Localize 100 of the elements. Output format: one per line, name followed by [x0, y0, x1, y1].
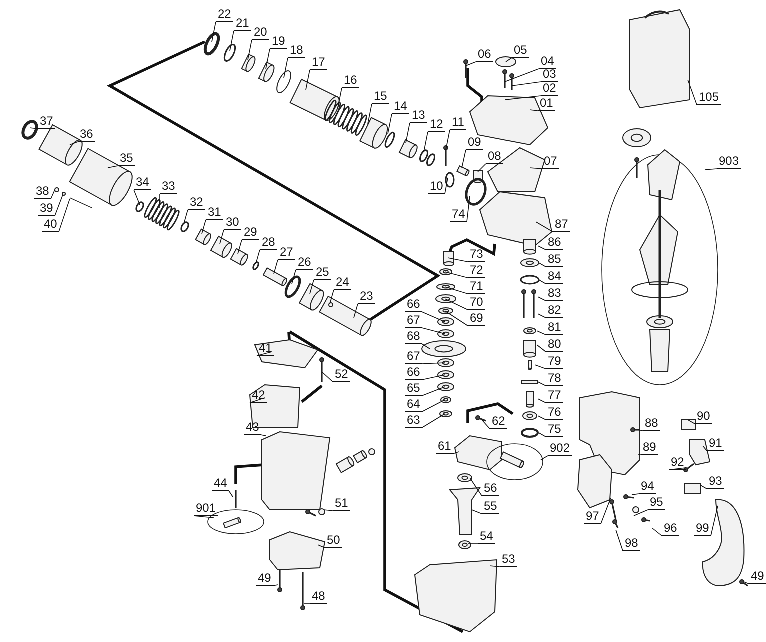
- callout-number: 04: [539, 55, 556, 69]
- leader-line: [470, 478, 482, 496]
- leader-line: [448, 258, 468, 262]
- callout-number: 06: [476, 48, 494, 62]
- callout-number: 94: [639, 480, 656, 494]
- leader-line: [444, 272, 468, 278]
- callout-number: 07: [542, 155, 560, 169]
- leader-line: [338, 88, 342, 108]
- leader-line: [538, 432, 546, 438]
- leader-line: [318, 544, 326, 548]
- leader-line: [422, 374, 446, 380]
- callout-number: 41: [257, 342, 274, 356]
- callout-number: 48: [310, 590, 328, 604]
- callout-number: 50: [325, 534, 342, 548]
- leader-line: [538, 296, 546, 302]
- callout-number: 11: [450, 116, 466, 130]
- leader-line: [424, 132, 428, 152]
- leader-line: [538, 382, 546, 386]
- leader-line: [274, 260, 278, 274]
- leader-line: [324, 510, 334, 512]
- leader-line: [452, 452, 460, 454]
- callout-number: 66: [405, 366, 422, 380]
- leader-line: [260, 434, 266, 436]
- leader-line: [478, 164, 486, 172]
- leader-line: [536, 330, 546, 336]
- leader-line: [306, 70, 310, 90]
- leader-line: [700, 484, 708, 490]
- callout-number: 903: [717, 155, 742, 169]
- callout-number: 32: [188, 196, 206, 210]
- leader-line: [134, 190, 140, 206]
- callout-number: 89: [641, 441, 658, 455]
- leader-line: [490, 566, 500, 568]
- leader-line: [422, 362, 446, 364]
- leader-line: [292, 270, 296, 284]
- leader-line: [248, 40, 252, 60]
- leader-line: [194, 516, 214, 518]
- callout-number: 25: [314, 266, 332, 280]
- callout-number: 17: [310, 56, 328, 70]
- leader-line: [444, 178, 448, 194]
- callout-number: 39: [38, 202, 56, 216]
- callout-number: 29: [242, 226, 260, 240]
- callout-number: 91: [707, 437, 724, 451]
- callout-number: 42: [250, 389, 268, 403]
- callout-number: 16: [342, 74, 360, 88]
- callout-number: 79: [546, 355, 564, 369]
- leader-line: [70, 142, 78, 146]
- callout-number: 69: [468, 312, 486, 326]
- callout-number: 902: [548, 442, 572, 456]
- leader-line: [184, 210, 188, 224]
- callout-number: 61: [436, 440, 454, 454]
- leader-line: [538, 416, 546, 420]
- leader-line: [536, 344, 546, 352]
- leader-line: [536, 222, 554, 232]
- leader-line: [710, 506, 718, 536]
- leader-line: [422, 312, 446, 322]
- callout-number: 62: [490, 415, 508, 429]
- callout-number: 55: [482, 500, 500, 514]
- callout-number: 03: [541, 68, 558, 82]
- callout-number: 26: [296, 256, 314, 270]
- leader-line: [538, 262, 546, 268]
- callout-number: 01: [538, 97, 556, 111]
- leader-line: [238, 240, 242, 254]
- callout-number: 31: [206, 206, 224, 220]
- callout-number: 51: [333, 497, 350, 511]
- callout-number: 49: [256, 572, 274, 586]
- callout-number: 24: [334, 276, 352, 290]
- leader-line: [632, 494, 640, 496]
- leader-line: [444, 310, 468, 326]
- callout-number: 77: [546, 389, 564, 403]
- callout-number: 78: [546, 372, 564, 386]
- callout-number: 80: [546, 338, 564, 352]
- callout-number: 37: [38, 115, 56, 129]
- leader-line: [744, 582, 750, 584]
- leader-line: [466, 196, 470, 222]
- leader-line: [50, 190, 56, 200]
- callout-number: 84: [546, 270, 564, 284]
- leader-line: [30, 128, 38, 130]
- callout-number: 99: [694, 522, 712, 536]
- leader-line: [538, 398, 546, 404]
- callout-number: 95: [648, 496, 666, 510]
- leader-line: [422, 328, 446, 334]
- callout-number: 97: [584, 510, 602, 524]
- callout-number: 02: [541, 82, 558, 96]
- leader-line: [466, 62, 476, 66]
- leader-line: [540, 456, 548, 460]
- callout-number: 68: [405, 330, 422, 344]
- leader-line: [688, 80, 698, 106]
- callout-number: 38: [34, 185, 52, 199]
- leader-line: [272, 584, 278, 586]
- callout-number: 09: [466, 136, 484, 150]
- callout-number: 86: [546, 236, 564, 250]
- leader-line: [256, 352, 272, 356]
- callout-number: 10: [428, 180, 446, 194]
- callout-number: 88: [643, 417, 660, 431]
- callout-number: 98: [623, 537, 640, 551]
- leader-line: [530, 110, 538, 112]
- callout-number: 72: [468, 264, 486, 278]
- callout-number: 21: [234, 17, 252, 31]
- callout-number: 76: [546, 406, 564, 420]
- leader-line: [638, 430, 644, 432]
